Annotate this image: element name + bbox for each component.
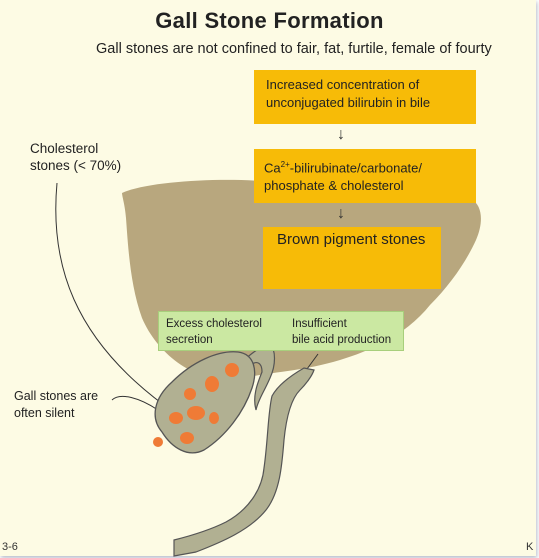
flow-step-line: phosphate & cholesterol xyxy=(264,177,476,195)
flow-step-line: Increased concentration of xyxy=(266,76,476,94)
stone xyxy=(225,363,239,377)
gallbladder xyxy=(155,352,255,453)
flow-arrow-2: ↓ xyxy=(337,205,345,223)
flow-step-line: Ca2+-bilirubinate/carbonate/ xyxy=(264,156,476,177)
flow-arrow-1: ↓ xyxy=(337,126,345,144)
excess-cholesterol-label: Excess cholesterol secretion xyxy=(166,316,262,348)
footer-right: K xyxy=(526,541,533,553)
flow-step-label: Brown pigment stones xyxy=(277,231,441,249)
calcium-charge: 2+ xyxy=(281,160,290,169)
stone xyxy=(180,432,194,444)
flow-step-line: unconjugated bilirubin in bile xyxy=(266,94,476,112)
label-line: Excess cholesterol xyxy=(166,316,262,332)
flow-step-calcium: Ca2+-bilirubinate/carbonate/ phosphate &… xyxy=(254,149,476,203)
silent-stones-label: Gall stones are often silent xyxy=(14,388,98,422)
page-title: Gall Stone Formation xyxy=(0,8,539,34)
flow-step-bilirubin: Increased concentration of unconjugated … xyxy=(254,70,476,124)
label-line: stones (< 70%) xyxy=(30,157,121,174)
label-line: Insufficient xyxy=(292,316,391,332)
stone xyxy=(209,412,219,424)
calcium-rest: -bilirubinate/carbonate/ xyxy=(290,160,422,175)
flow-step-pigment-stones: Brown pigment stones xyxy=(263,227,441,289)
stone xyxy=(153,437,163,447)
page-subtitle: Gall stones are not confined to fair, fa… xyxy=(96,41,492,57)
insufficient-bile-acid-label: Insufficient bile acid production xyxy=(292,316,391,348)
footer-left: 3-6 xyxy=(2,541,18,553)
stone xyxy=(184,388,196,400)
stone xyxy=(169,412,183,424)
label-line: secretion xyxy=(166,332,262,348)
silent-pointer-line xyxy=(112,396,158,410)
stone xyxy=(205,376,219,392)
label-line: Cholesterol xyxy=(30,140,121,157)
calcium-symbol: Ca xyxy=(264,160,281,175)
stone xyxy=(187,406,205,420)
label-line: Gall stones are xyxy=(14,388,98,405)
cholesterol-stones-label: Cholesterol stones (< 70%) xyxy=(30,140,121,174)
label-line: often silent xyxy=(14,405,98,422)
label-line: bile acid production xyxy=(292,332,391,348)
